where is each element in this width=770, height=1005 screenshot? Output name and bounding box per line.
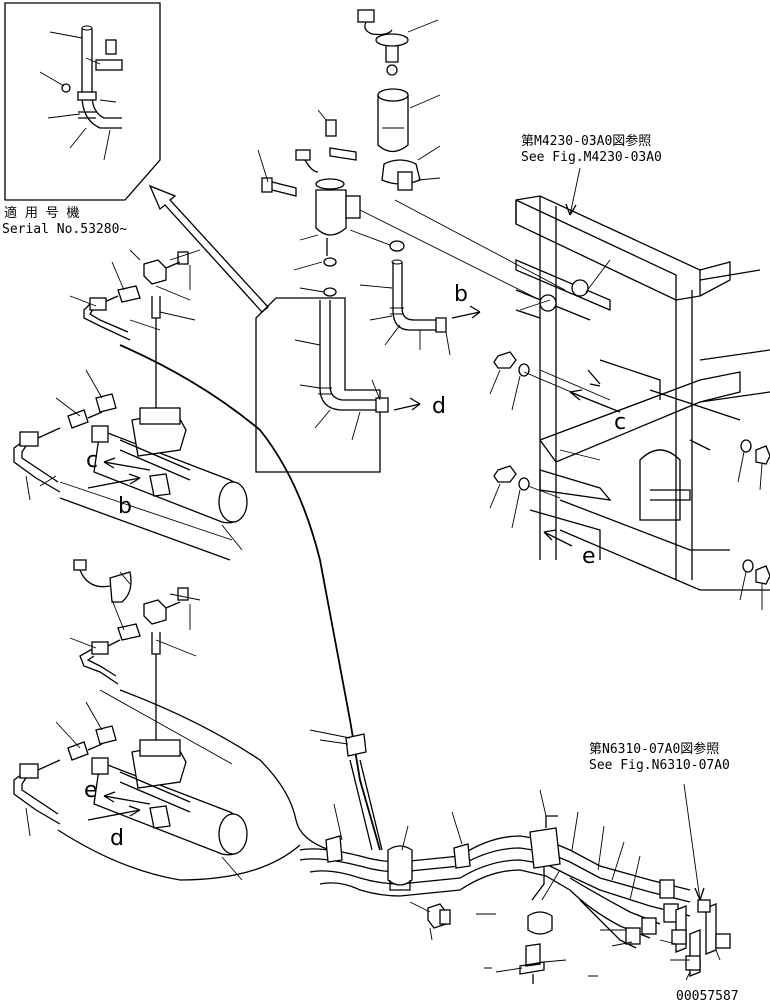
drawing-number: 00057587	[676, 989, 739, 1004]
arrow-label-b-upper: b	[454, 282, 468, 307]
inset-label-serial: Serial No.53280~	[2, 222, 128, 237]
arrow-label-d-upper: d	[432, 394, 446, 419]
inset-label-jp: 適 用 号 機	[4, 206, 80, 221]
arrow-label-b-left: b	[118, 494, 132, 519]
upper-ref-en: See Fig.M4230-03A0	[521, 150, 662, 165]
arrow-label-c-left: c	[86, 448, 99, 473]
upper-cylinder-assembly	[13, 249, 248, 551]
arrow-label-e-frame: e	[582, 544, 596, 569]
arrow-label-d-left: d	[110, 826, 124, 851]
lower-ref-jp: 第N6310-07A0図参照	[589, 742, 720, 757]
lower-cylinder-assembly	[13, 559, 248, 881]
inset-box	[4, 2, 161, 201]
arrow-label-e-left: e	[84, 778, 98, 803]
pipe-bundle	[299, 729, 731, 984]
arrow-label-c-frame: c	[614, 410, 627, 435]
upper-ref-jp: 第M4230-03A0図参照	[521, 134, 652, 149]
frame-structure	[489, 195, 770, 610]
filter-assembly	[257, 9, 566, 301]
lower-ref-en: See Fig.N6310-07A0	[589, 758, 730, 773]
